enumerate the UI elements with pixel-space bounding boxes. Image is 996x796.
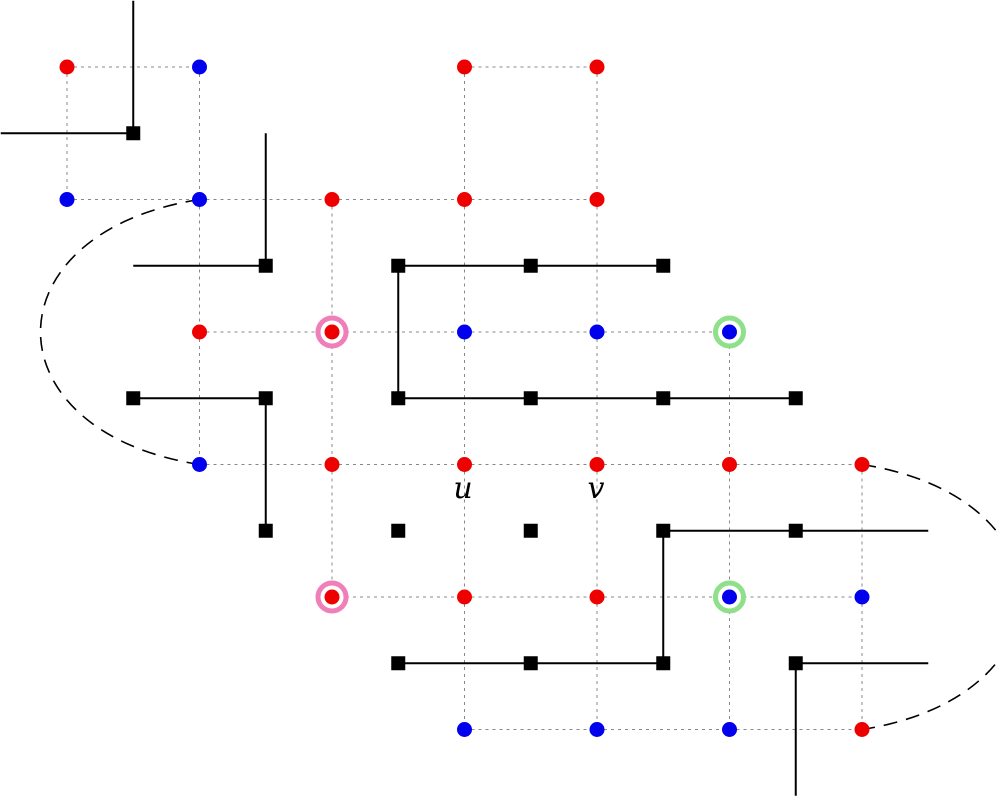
square-node bbox=[258, 391, 273, 406]
dashed-curve bbox=[861, 463, 996, 731]
dashed-curves bbox=[39, 198, 996, 731]
red-node bbox=[324, 324, 340, 340]
blue-node bbox=[457, 722, 472, 737]
blue-node bbox=[854, 589, 870, 605]
red-node bbox=[192, 324, 207, 340]
square-nodes bbox=[126, 126, 803, 671]
square-node bbox=[523, 656, 538, 671]
square-node bbox=[788, 656, 803, 671]
blue-node bbox=[722, 589, 737, 605]
blue-node bbox=[59, 192, 75, 207]
blue-node bbox=[722, 722, 737, 737]
square-node bbox=[788, 391, 803, 406]
square-node bbox=[656, 656, 671, 671]
red-node bbox=[722, 457, 737, 472]
red-node bbox=[457, 589, 472, 605]
red-node bbox=[457, 457, 472, 472]
square-node bbox=[126, 391, 141, 406]
node-labels: u v bbox=[453, 471, 604, 506]
blue-node bbox=[192, 192, 207, 207]
blue-node bbox=[192, 59, 207, 75]
red-node bbox=[589, 59, 605, 75]
blue-node bbox=[589, 324, 605, 340]
square-node bbox=[391, 391, 406, 406]
square-node bbox=[391, 258, 406, 273]
square-node bbox=[656, 523, 671, 538]
square-node bbox=[656, 391, 671, 406]
red-node bbox=[589, 457, 605, 472]
square-node bbox=[391, 523, 406, 538]
red-node bbox=[324, 589, 340, 605]
red-node bbox=[59, 59, 75, 75]
red-node bbox=[854, 457, 870, 472]
label-v: v bbox=[588, 471, 605, 506]
square-node bbox=[788, 523, 803, 538]
circle-nodes bbox=[59, 59, 870, 737]
square-node bbox=[656, 258, 671, 273]
square-node bbox=[523, 391, 538, 406]
red-node bbox=[457, 192, 472, 207]
blue-node bbox=[589, 722, 605, 737]
red-node bbox=[324, 192, 340, 207]
dashed-curve bbox=[39, 198, 200, 466]
square-node bbox=[523, 258, 538, 273]
dotted-grid-edges bbox=[66, 66, 863, 730]
square-node bbox=[258, 258, 273, 273]
square-node bbox=[523, 523, 538, 538]
label-u: u bbox=[453, 471, 472, 506]
square-node bbox=[391, 656, 406, 671]
red-node bbox=[457, 59, 472, 75]
red-node bbox=[589, 192, 605, 207]
red-node bbox=[324, 457, 340, 472]
red-node bbox=[589, 589, 605, 605]
blue-node bbox=[722, 324, 737, 340]
square-node bbox=[126, 126, 141, 141]
square-node bbox=[258, 523, 273, 538]
blue-node bbox=[457, 324, 472, 340]
red-node bbox=[854, 722, 870, 737]
blue-node bbox=[192, 457, 207, 472]
